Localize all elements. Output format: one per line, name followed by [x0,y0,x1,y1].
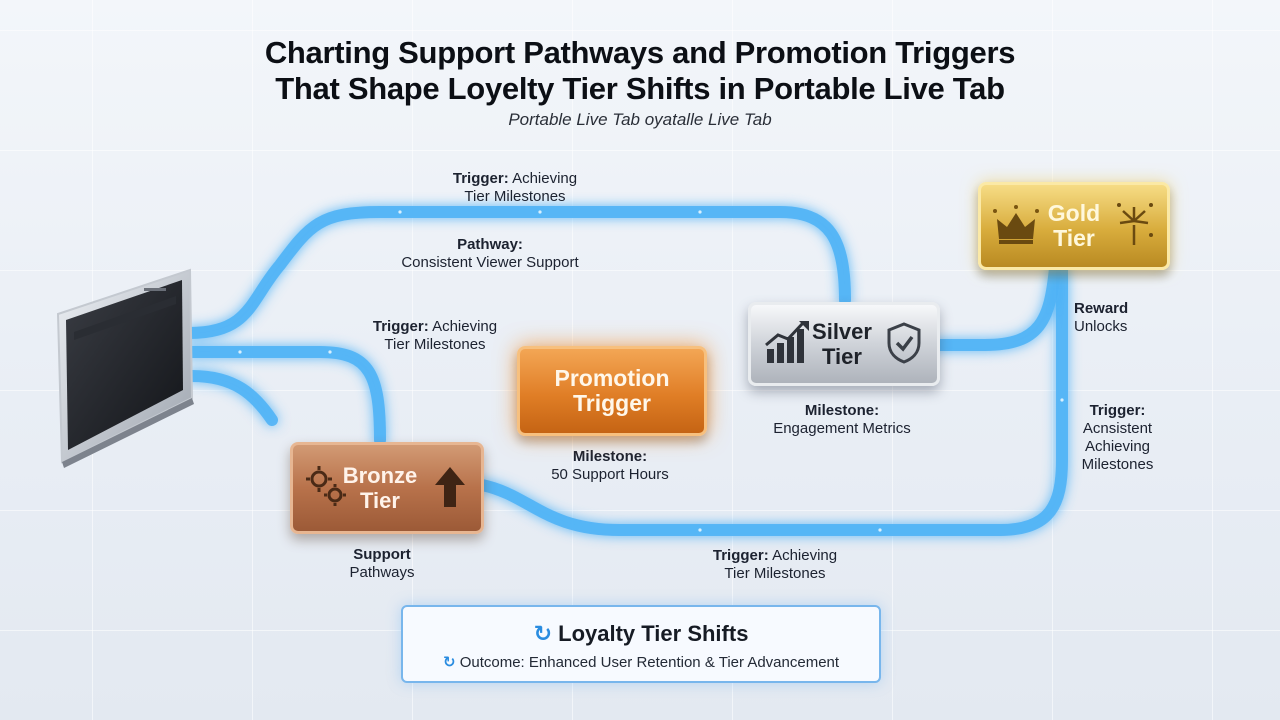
silver-tier-tile: Silver Tier [748,302,940,386]
path-bottom [476,264,1068,536]
growth-chart-icon [765,321,809,363]
label-right-trigger: Trigger: Acnsistent Achieving Milestones [1081,402,1154,473]
silver-tier-line2: Tier [822,344,862,369]
cycle-icon: ↻ [442,654,456,671]
silver-tier-line1: Silver [812,319,872,344]
spark-dots [238,210,1064,532]
arrow-up-icon [435,467,465,507]
promotion-trigger-tile: Promotion Trigger [517,346,707,436]
crown-icon [993,205,1039,244]
bronze-tier-tile: Bronze Tier [290,442,484,534]
outcome-line-text: Outcome: Enhanced User Retention & Tier … [459,654,840,671]
tablet-device [56,268,194,468]
label-mid-trigger: Trigger: Achieving Tier Milestones [372,318,498,353]
label-pathway: Pathway: Consistent Viewer Support [401,236,579,271]
shield-check-icon [887,322,921,364]
outcome-title: ↻ Loyalty Tier Shifts [403,621,879,647]
bronze-tier-line1: Bronze [342,463,418,488]
label-promo-milestone: Milestone: 50 Support Hours [551,448,669,483]
cycle-icon: ↻ [533,621,552,646]
gears-icon [306,466,346,506]
label-silver-milestone: Milestone: Engagement Metrics [773,402,911,437]
title-line-1: Charting Support Pathways and Promotion … [264,35,1016,70]
promotion-line1: Promotion [554,365,670,391]
label-support-pathways: Support Pathways [349,546,415,581]
path-top [184,206,851,339]
label-reward: Reward Unlocks [1074,300,1129,335]
label-bottom-trigger: Trigger: Achieving Tier Milestones [712,547,838,582]
path-middle [184,346,386,446]
gold-tier-line2: Tier [1053,225,1095,251]
promotion-line2: Trigger [573,390,651,416]
label-top-trigger: Trigger: Achieving Tier Milestones [452,170,578,205]
path-silver-gold [931,262,1061,351]
gold-tier-tile: Gold Tier [978,182,1170,270]
outcome-box: ↻ Loyalty Tier Shifts ↻ Outcome: Enhance… [401,605,881,683]
outcome-title-text: Loyalty Tier Shifts [558,621,749,646]
fireworks-icon [1117,203,1153,245]
outcome-line: ↻ Outcome: Enhanced User Retention & Tie… [403,653,879,671]
tablet-screen [66,280,183,450]
subtitle: Portable Live Tab oyatalle Live Tab [508,110,772,129]
title-line-2: That Shape Loyelty Tier Shifts in Portab… [275,71,1005,106]
path-stub [186,370,278,426]
bronze-tier-line2: Tier [360,488,400,513]
gold-tier-line1: Gold [1047,200,1101,226]
